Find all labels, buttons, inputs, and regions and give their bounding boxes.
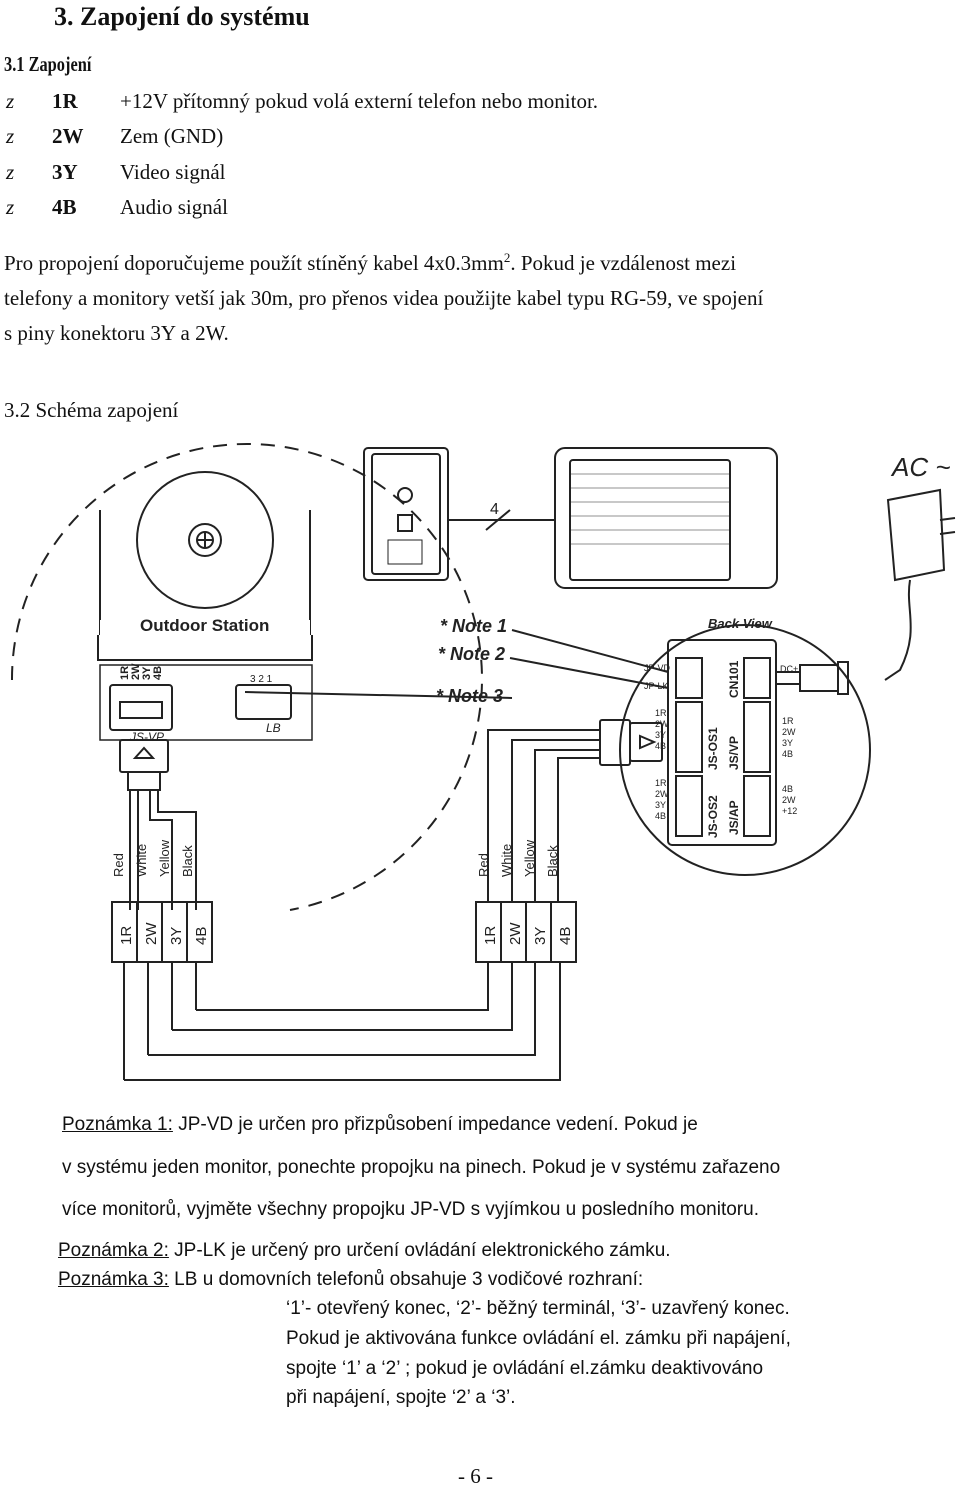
pin-code: 2W (52, 124, 84, 148)
jp-lk-label: JP-LK (644, 681, 669, 691)
back-pin-label: 2W (782, 727, 796, 737)
note-1-label: * Note 1 (440, 616, 507, 636)
wire-color-label: Yellow (522, 839, 537, 877)
terminal-label: 3Y (168, 927, 185, 945)
bullet-icon: z (6, 124, 15, 148)
section-title-schema: 3.2 Schéma zapojení (4, 398, 179, 422)
note-2-label: * Note 2 (438, 644, 505, 664)
bullet-icon: z (6, 195, 15, 219)
cable-paragraph-line-3: s piny konektoru 3Y a 2W. (4, 321, 229, 345)
js-os1-label: JS-OS1 (706, 727, 720, 770)
back-view-circle (619, 624, 871, 876)
terminal-label: 1R (118, 926, 135, 945)
back-pin-label: 1R (655, 778, 667, 788)
wire-color-label: Red (111, 853, 126, 877)
pin-description: Audio signál (120, 195, 228, 219)
door-phone-unit (363, 447, 449, 581)
pin-description: +12V přítomný pokud volá externí telefon… (120, 89, 599, 113)
note-3-line-3: Pokud je aktivována funkce ovládání el. … (286, 1328, 791, 1349)
back-pin-label: 2W (782, 795, 796, 805)
pin-code: 1R (52, 89, 78, 113)
note-1-line-2: v systému jeden monitor, ponechte propoj… (62, 1157, 781, 1178)
outdoor-dashed-outline (10, 442, 483, 911)
wire-color-label: White (134, 844, 149, 877)
cable-paragraph-line-1: Pro propojení doporučujeme použít stíněn… (4, 250, 737, 275)
section-title-connection: 3.1 Zapojení (4, 52, 92, 76)
back-pin-label: 3Y (782, 738, 793, 748)
back-pin-label: 4B (655, 741, 666, 751)
note-3-label: * Note 3 (436, 686, 503, 706)
back-pin-label: 4B (782, 749, 793, 759)
back-pin-label: +12 (782, 806, 797, 816)
speaker-circle (136, 471, 274, 609)
terminal-label: 4B (557, 927, 574, 945)
note-1-line-1: Poznámka 1: JP-VD je určen pro přizpůsob… (62, 1114, 698, 1135)
page-heading: 3. Zapojení do systému (54, 2, 310, 31)
jp-vd-label: JP-VD (644, 663, 671, 673)
terminal-label: 4B (193, 927, 210, 945)
bullet-icon: z (6, 160, 15, 184)
terminal-label: 2W (507, 922, 524, 945)
back-pin-label: 1R (782, 716, 794, 726)
note-2-line: Poznámka 2: JP-LK je určený pro určení o… (58, 1240, 671, 1261)
monitor-unit (554, 447, 778, 589)
outdoor-pin-label: 1R (119, 666, 131, 680)
terminal-label: 2W (143, 922, 160, 945)
wire-color-label: White (499, 844, 514, 877)
js-vp-plug (119, 739, 169, 773)
pin-code: 3Y (52, 160, 78, 184)
note-3-line-1: Poznámka 3: LB u domovních telefonů obsa… (58, 1269, 644, 1290)
wire-color-label: Red (476, 853, 491, 877)
note-3-line-2: ‘1’- otevřený konec, ‘2’- běžný terminál… (286, 1298, 790, 1319)
back-pin-label: 4B (655, 811, 666, 821)
pin-description: Video signál (120, 160, 226, 184)
back-pin-label: 2W (655, 789, 669, 799)
outdoor-station-label: Outdoor Station (140, 616, 269, 635)
dc-plus-label: DC+ (780, 664, 798, 674)
outdoor-pin-label: 4B (152, 666, 164, 680)
cn101-label: CN101 (727, 660, 741, 698)
back-pin-label: 1R (655, 708, 667, 718)
terminal-label: 1R (482, 926, 499, 945)
js-vp-label: JS-VP (129, 730, 164, 744)
js-ap-label: JS/AP (727, 800, 741, 835)
pin-code: 4B (52, 195, 77, 219)
note-3-line-5: při napájení, spojte ‘2’ a ‘3’. (286, 1387, 516, 1408)
wire-color-label: Black (545, 845, 560, 877)
outdoor-pin-label: 2W (130, 663, 142, 680)
back-pin-label: 4B (782, 784, 793, 794)
lb-label: LB (266, 721, 281, 735)
page-number: - 6 - (458, 1464, 493, 1488)
back-pin-label: 3Y (655, 800, 666, 810)
power-adapter-icon (886, 488, 946, 582)
cable-number-label: 4 (490, 501, 499, 518)
note-3-line-4: spojte ‘1’ a ‘2’ ; pokud je ovládání el.… (286, 1358, 764, 1379)
bullet-icon: z (6, 89, 15, 113)
wire-color-label: Black (180, 845, 195, 877)
back-pin-label: 2W (655, 719, 669, 729)
wiring-diagram: Outdoor Station AC ~ 4 * Note 1 * Note 2… (10, 442, 956, 1081)
lb-connector (235, 684, 292, 720)
note-1-line-3: více monitorů, vyjměte všechny propojku … (62, 1199, 759, 1220)
wire-color-label: Yellow (157, 839, 172, 877)
outdoor-pin-label: 3Y (141, 666, 153, 680)
lb-pins-label: 3 2 1 (250, 674, 273, 685)
terminal-label: 3Y (532, 927, 549, 945)
js-vp-back-label: JS/VP (727, 736, 741, 770)
js-os2-label: JS-OS2 (706, 795, 720, 838)
pin-description: Zem (GND) (120, 124, 224, 148)
cable-paragraph-line-2: telefony a monitory vetší jak 30m, pro p… (4, 286, 764, 310)
back-view-label: Back View (708, 616, 773, 631)
js-vp-connector (109, 684, 173, 731)
back-pin-label: 3Y (655, 730, 666, 740)
ac-label: AC ~ (890, 452, 951, 482)
